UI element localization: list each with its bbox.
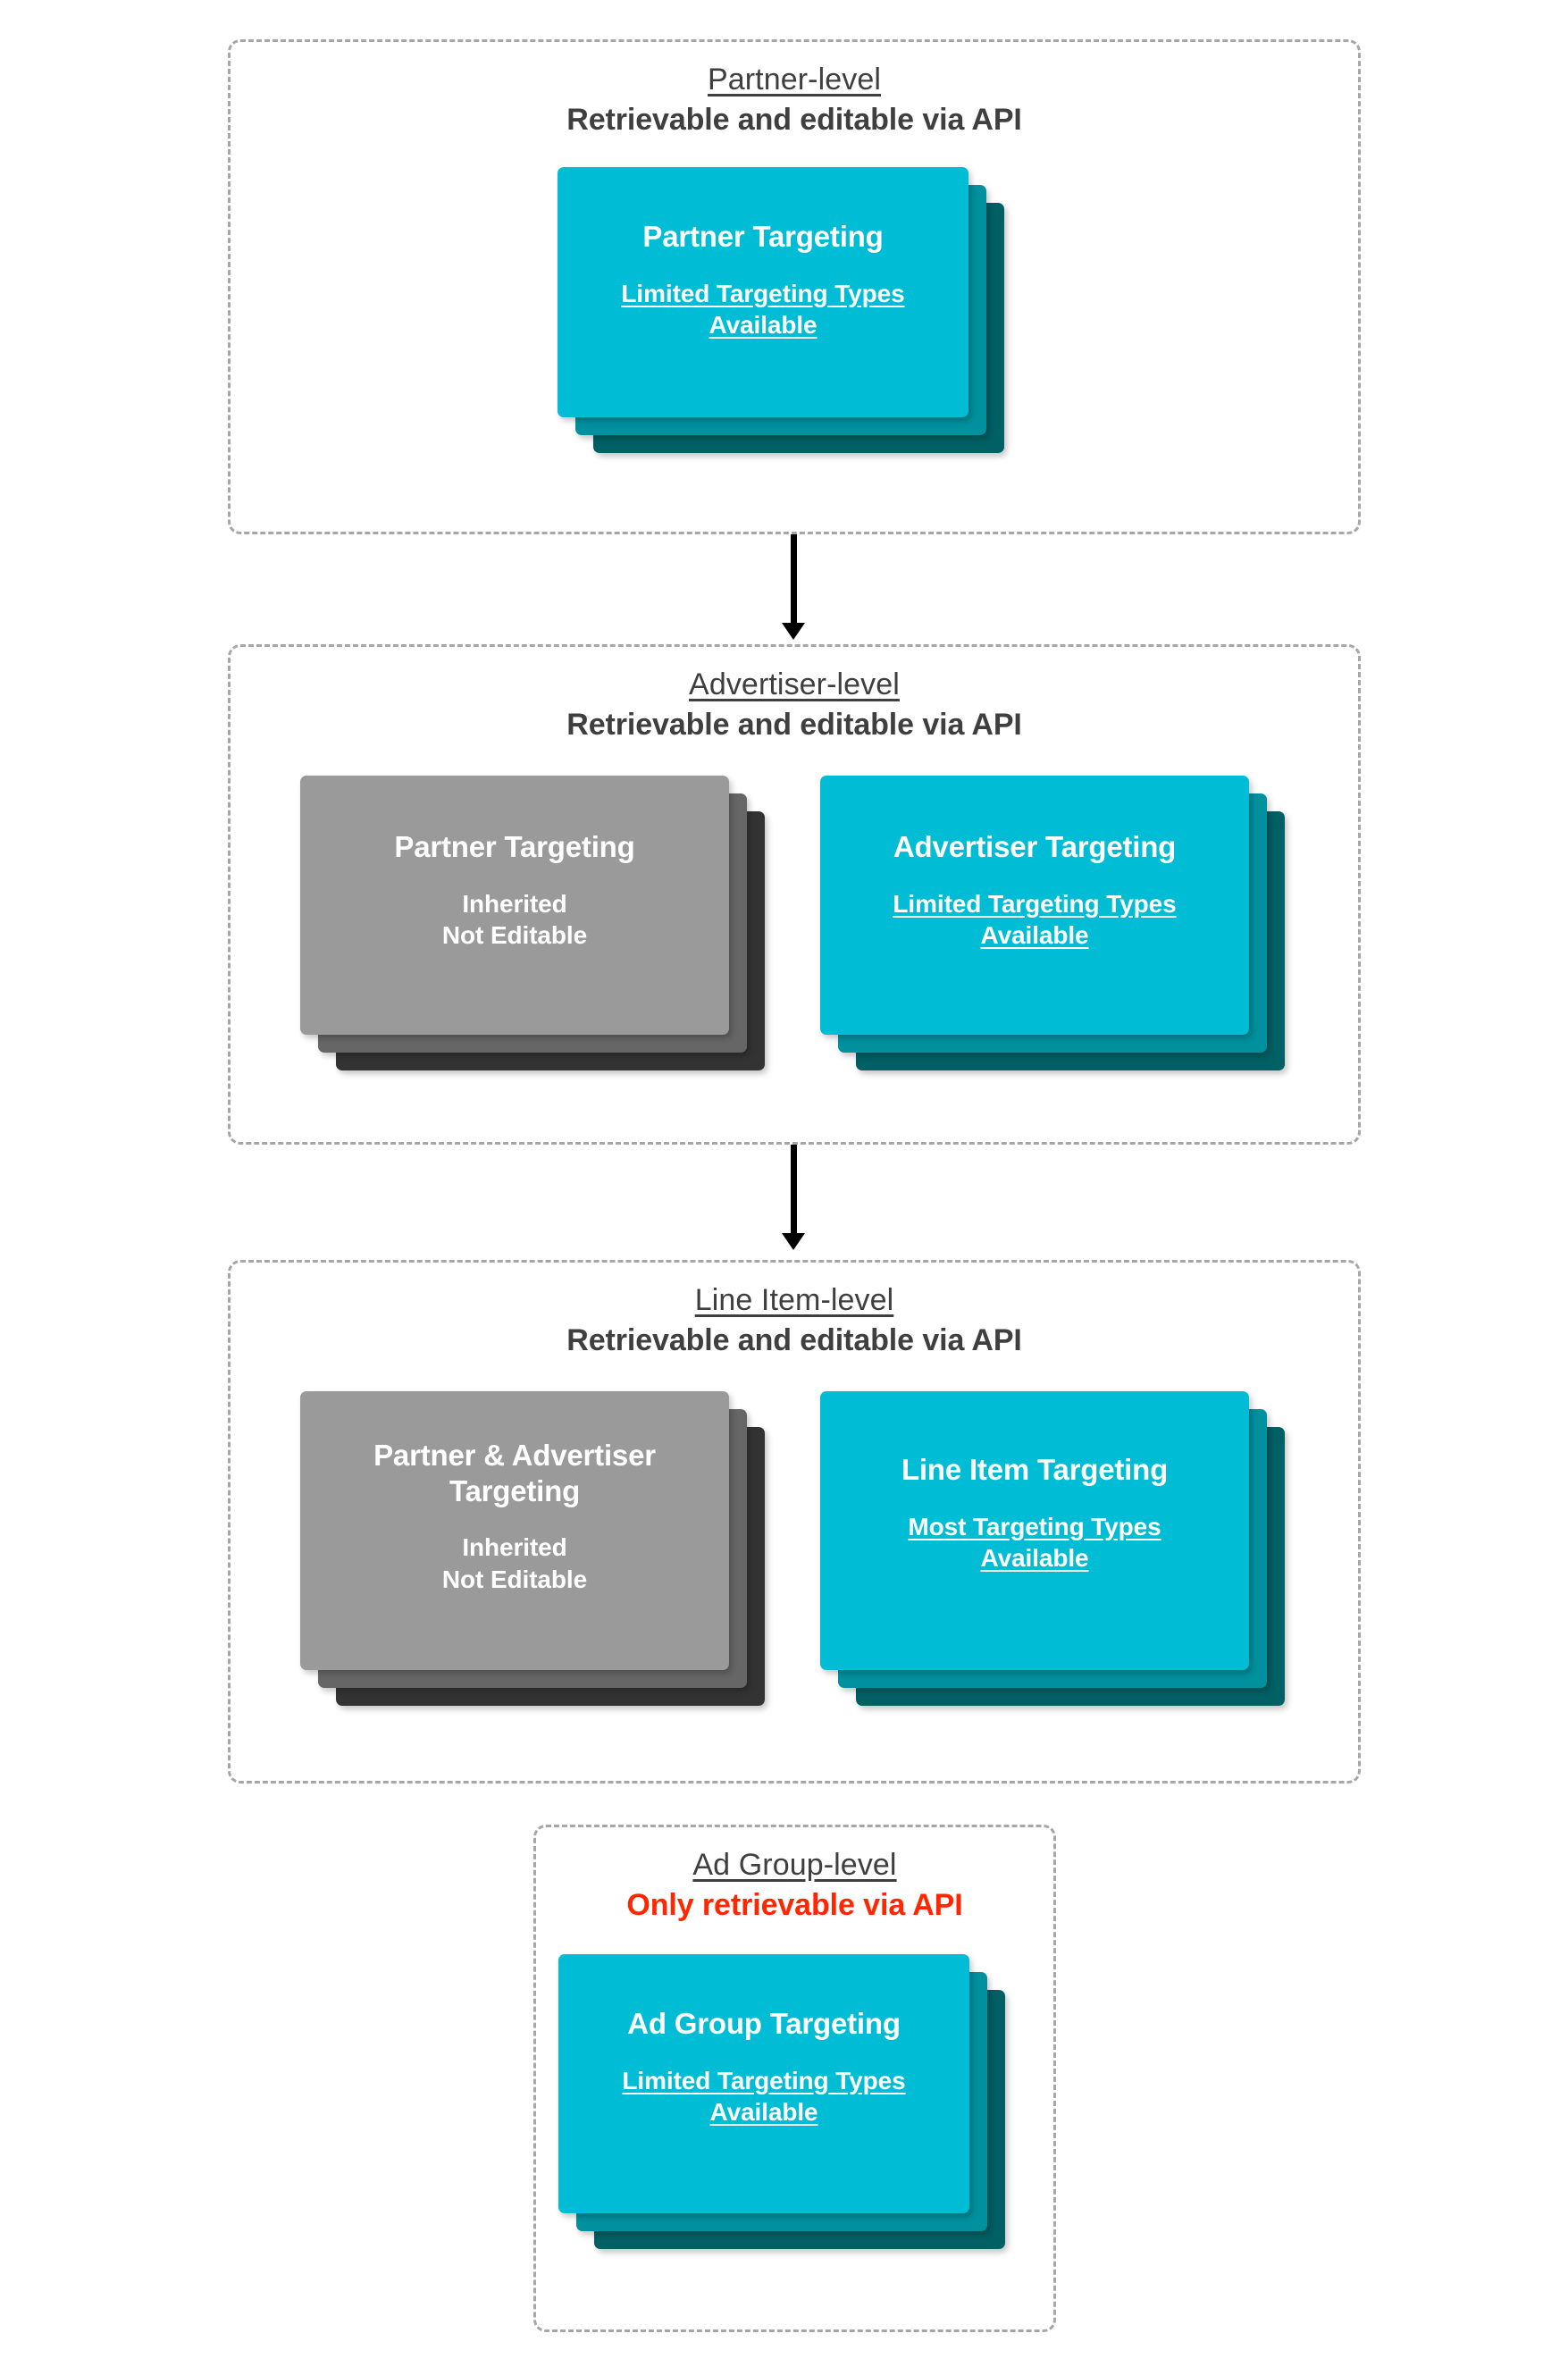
- card-front-line-item-inherited[interactable]: Partner & Advertiser Targeting Inherited…: [300, 1391, 729, 1670]
- card-body: Partner & Advertiser Targeting Inherited…: [300, 1438, 729, 1596]
- level-api-partner: Retrievable and editable via API: [566, 103, 1022, 138]
- card-stack-advertiser-targeting[interactable]: Advertiser Targeting Limited Targeting T…: [820, 776, 1303, 1097]
- card-subtitle-line2: Available: [709, 2098, 818, 2127]
- card-stack-line-item-targeting[interactable]: Line Item Targeting Most Targeting Types…: [820, 1391, 1303, 1731]
- card-subtitle-line1: Inherited: [462, 889, 567, 918]
- level-box-advertiser: Advertiser-level Retrievable and editabl…: [228, 644, 1361, 1145]
- level-title-line-item: Line Item-level: [694, 1283, 894, 1317]
- card-body: Partner Targeting Inherited Not Editable: [300, 829, 729, 952]
- arrow-shaft: [791, 534, 797, 624]
- arrow-partner-to-advertiser: [782, 534, 805, 640]
- arrow-head-icon: [782, 623, 805, 640]
- card-subtitle-line1: Limited Targeting Types: [893, 889, 1177, 918]
- level-header-advertiser: Advertiser-level Retrievable and editabl…: [231, 667, 1358, 743]
- card-subtitle-line1: Limited Targeting Types: [621, 279, 905, 307]
- card-title: Line Item Targeting: [901, 1453, 1169, 1486]
- level-box-partner: Partner-level Retrievable and editable v…: [228, 39, 1361, 534]
- arrow-shaft: [791, 1145, 797, 1234]
- card-front-advertiser-inherited[interactable]: Partner Targeting Inherited Not Editable: [300, 776, 729, 1035]
- level-header-partner: Partner-level Retrievable and editable v…: [231, 62, 1358, 138]
- level-header-line-item: Line Item-level Retrievable and editable…: [231, 1282, 1358, 1358]
- card-subtitle-line2: Not Editable: [441, 921, 588, 950]
- card-title: Partner Targeting: [394, 830, 635, 863]
- card-front-ad-group-targeting[interactable]: Ad Group Targeting Limited Targeting Typ…: [558, 1954, 969, 2213]
- card-title: Partner & Advertiser Targeting: [373, 1439, 656, 1507]
- card-subtitle-line2: Available: [980, 921, 1089, 950]
- level-title-advertiser: Advertiser-level: [689, 667, 900, 701]
- card-stack-ad-group-targeting[interactable]: Ad Group Targeting Limited Targeting Typ…: [558, 1954, 1027, 2285]
- card-subtitle-line2: Available: [709, 311, 818, 340]
- card-front-partner-targeting[interactable]: Partner Targeting Limited Targeting Type…: [558, 167, 968, 417]
- card-subtitle-line2: Available: [980, 1544, 1089, 1573]
- card-title: Advertiser Targeting: [893, 830, 1177, 863]
- card-title: Partner Targeting: [642, 220, 884, 253]
- level-title-partner: Partner-level: [707, 63, 882, 97]
- card-front-line-item-targeting[interactable]: Line Item Targeting Most Targeting Types…: [820, 1391, 1249, 1670]
- level-api-advertiser: Retrievable and editable via API: [566, 708, 1022, 743]
- card-body: Ad Group Targeting Limited Targeting Typ…: [558, 2006, 969, 2128]
- card-subtitle-line1: Limited Targeting Types: [622, 2066, 906, 2094]
- level-title-ad-group: Ad Group-level: [692, 1848, 897, 1882]
- level-api-line-item: Retrievable and editable via API: [566, 1323, 1022, 1358]
- arrow-advertiser-to-line-item: [782, 1145, 805, 1252]
- card-stack-partner-targeting[interactable]: Partner Targeting Limited Targeting Type…: [558, 167, 1027, 480]
- level-api-ad-group: Only retrievable via API: [626, 1888, 963, 1923]
- card-body: Advertiser Targeting Limited Targeting T…: [820, 829, 1249, 952]
- level-box-ad-group: Ad Group-level Only retrievable via API …: [533, 1825, 1056, 2332]
- card-stack-line-item-inherited[interactable]: Partner & Advertiser Targeting Inherited…: [300, 1391, 783, 1731]
- level-header-ad-group: Ad Group-level Only retrievable via API: [536, 1847, 1053, 1923]
- card-title: Ad Group Targeting: [627, 2007, 901, 2040]
- card-subtitle-line2: Not Editable: [441, 1565, 588, 1594]
- card-stack-advertiser-inherited[interactable]: Partner Targeting Inherited Not Editable: [300, 776, 783, 1097]
- card-subtitle-line1: Inherited: [462, 1533, 567, 1562]
- card-front-advertiser-targeting[interactable]: Advertiser Targeting Limited Targeting T…: [820, 776, 1249, 1035]
- level-box-line-item: Line Item-level Retrievable and editable…: [228, 1260, 1361, 1784]
- card-subtitle-line1: Most Targeting Types: [908, 1512, 1161, 1540]
- card-body: Partner Targeting Limited Targeting Type…: [558, 219, 968, 341]
- arrow-head-icon: [782, 1233, 805, 1250]
- card-body: Line Item Targeting Most Targeting Types…: [820, 1452, 1249, 1574]
